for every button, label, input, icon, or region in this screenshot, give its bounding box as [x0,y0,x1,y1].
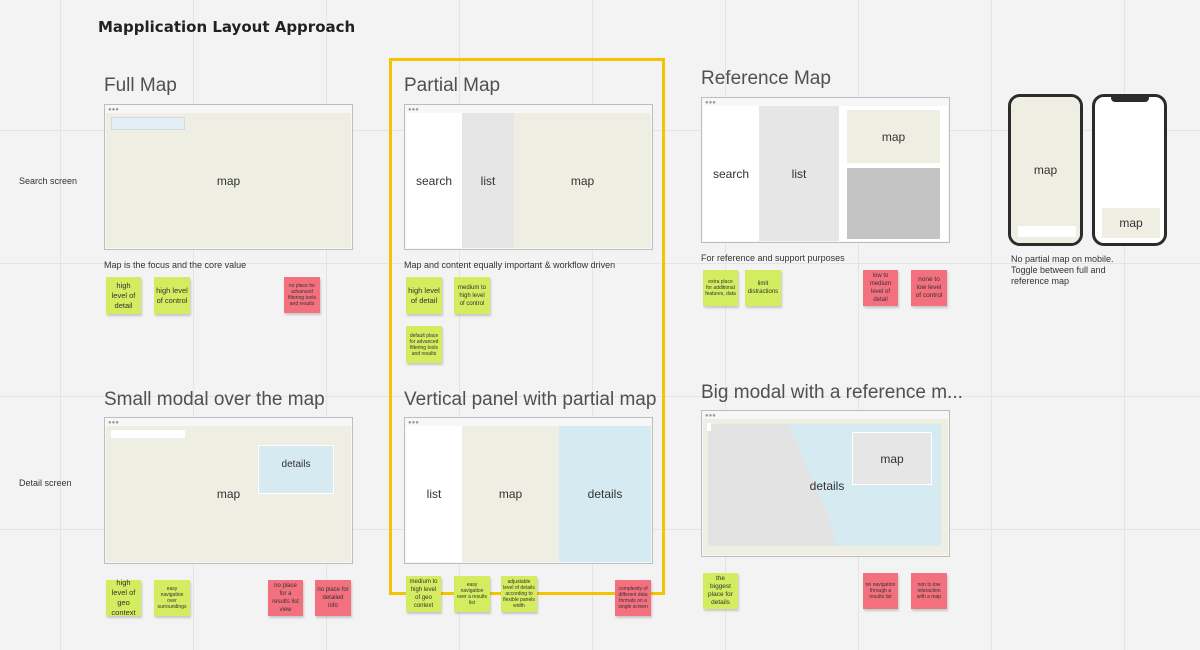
map-label: map [881,129,906,144]
reference-map-caption: For reference and support purposes [701,253,845,263]
note: no place for a results list view [268,580,303,616]
details-modal: details [258,445,334,494]
map-label: map [570,173,595,188]
note: no place for advanced filtering tools an… [284,277,320,313]
window-dots-icon: ●●● [108,420,119,426]
reference-map-title: Reference Map [701,68,831,89]
list-pane: list [759,106,839,241]
mobile-caption: No partial map on mobile. Toggle between… [1011,254,1114,286]
search-bar [111,430,185,438]
reference-map-box: map [852,432,932,485]
map-pane: map [462,426,559,562]
vertical-panel-frame: ●●● list map details [404,417,653,564]
list-label: list [791,166,807,181]
map-label: map [1033,163,1058,177]
details-label: details [587,487,623,501]
map-label: map [498,487,523,501]
note: complexity of different data formats on … [615,580,651,616]
reference-map-frame: ●●● search list map [701,97,950,243]
note: high level of detail [106,277,141,314]
window-dots-icon: ●●● [108,107,119,113]
partial-map-frame: ●●● search list map [404,104,653,250]
note: easy navigation over surroundings [154,580,190,616]
small-modal-frame: ●●● map details [104,417,353,564]
partial-map-title: Partial Map [404,75,501,96]
list-pane: list [406,426,462,562]
note: extra place for additional features, dat… [703,270,738,306]
note: easy navigation over a results list [454,576,490,612]
big-modal-title: Big modal with a reference m... [701,382,963,403]
note: medium to high level of control [454,277,490,314]
phone-reference-map: map [1092,94,1167,246]
note: default place for advanced filtering too… [406,326,442,363]
row-label-search: Search screen [19,176,78,186]
search-bar [111,117,185,130]
row-label-detail: Detail screen [19,478,72,488]
map-label: map [216,487,241,501]
map-label: map [880,451,904,466]
full-map-title: Full Map [104,75,177,96]
note: non to low interaction with a map [911,573,947,609]
big-modal-frame: ●●● details map [701,410,950,557]
vertical-panel-title: Vertical panel with partial map [404,389,657,410]
note: no navigation through a results list [863,573,898,609]
board-title: Mapplication Layout Approach [98,18,356,36]
full-map-caption: Map is the focus and the core value [104,260,247,270]
map-pane: map [514,113,651,248]
search-label: search [712,166,750,181]
map-label: map [216,173,241,188]
close-icon [707,423,711,431]
small-modal-title: Small modal over the map [104,389,325,410]
details-label: details [281,459,311,470]
search-pane: search [703,106,759,241]
full-map-map-area: map [106,113,351,248]
note: none to low level of control [911,270,947,306]
note: low to medium level of detail [863,270,898,306]
note: high level of control [154,277,190,314]
note: high level of detail [406,277,442,314]
phone-reference-map-box: map [1102,208,1160,238]
list-pane: list [462,113,514,248]
note: no place for detailed info [315,580,351,616]
phone-notch [1110,97,1149,102]
search-pane: search [406,113,462,248]
note: limit distractions [745,270,781,306]
details-label: details [809,479,845,493]
partial-map-caption: Map and content equally important & work… [404,260,616,270]
window-dots-icon: ●●● [705,100,716,106]
details-pane: details [559,426,651,562]
reference-map-box: map [847,110,940,163]
image-placeholder [847,168,940,239]
note: adjustable level of details according to… [501,576,537,612]
details-label-wrap: details [762,466,892,506]
phone-search-bar [1018,226,1076,237]
window-dots-icon: ●●● [408,107,419,113]
note: medium to high level of geo context [406,576,441,612]
note: high level of geo context [106,578,141,617]
full-map-frame: ●●● map [104,104,353,250]
list-label: list [480,173,496,188]
phone-map-area: map [1011,97,1080,243]
window-dots-icon: ●●● [705,413,716,419]
list-label: list [426,487,442,501]
window-dots-icon: ●●● [408,420,419,426]
search-label: search [415,173,453,188]
map-label: map [1119,216,1143,230]
phone-full-map: map [1008,94,1083,246]
note: the biggest place for details [703,573,738,609]
